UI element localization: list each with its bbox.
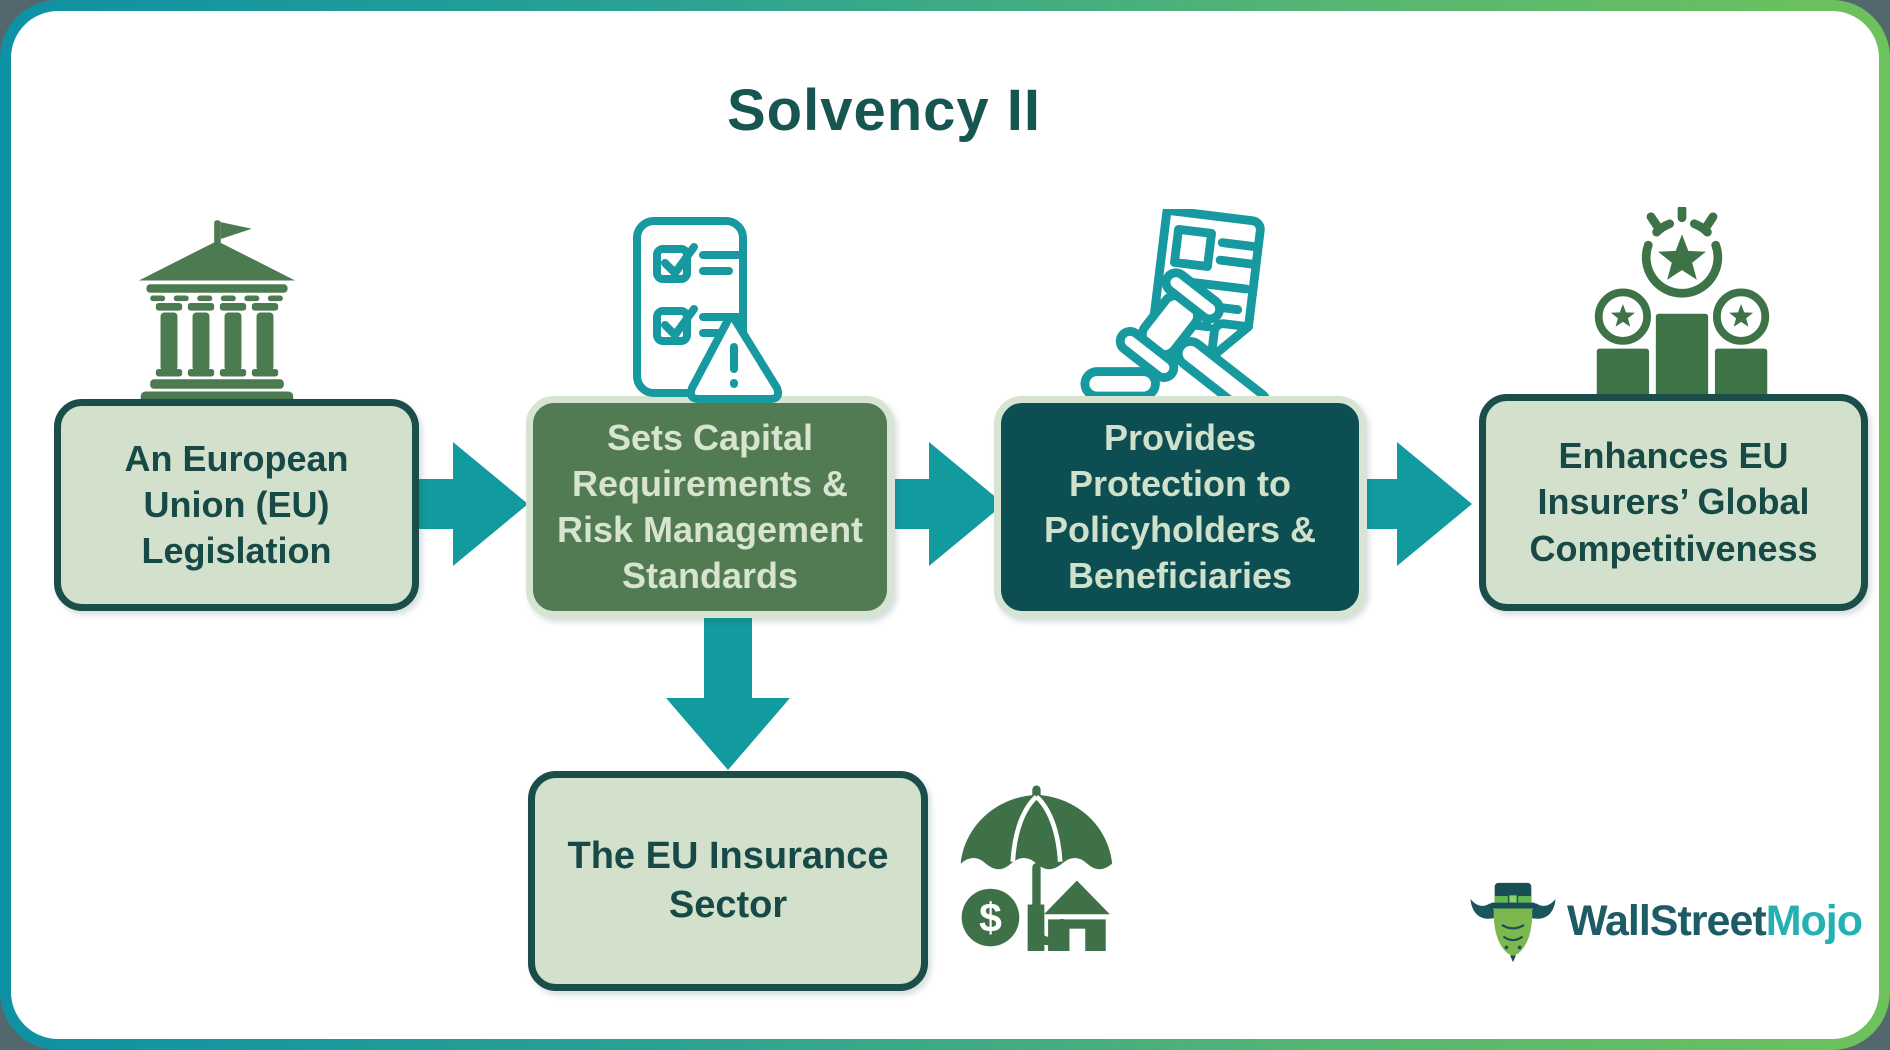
checklist-warning-icon <box>633 217 783 403</box>
flow-arrow-right-3 <box>1367 442 1472 566</box>
flow-box-label: Sets Capital Requirements & Risk Managem… <box>556 416 864 597</box>
flow-box-global-competitiveness: Enhances EU Insurers’ Global Competitive… <box>1479 394 1868 611</box>
insurance-umbrella-icon: $ <box>960 785 1115 951</box>
flow-box-capital-requirements: Sets Capital Requirements & Risk Managem… <box>526 396 894 618</box>
flow-box-eu-legislation: An European Union (EU) Legislation <box>54 399 419 611</box>
flow-arrow-down <box>666 614 790 770</box>
flow-box-policyholder-protection: Provides Protection to Policyholders & B… <box>994 396 1366 618</box>
logo-text-accent: Mojo <box>1765 896 1863 945</box>
wallstreetmojo-logo: WallStreetMojo <box>1469 879 1863 963</box>
bull-mascot-icon <box>1470 882 1556 963</box>
flow-box-label: The EU Insurance Sector <box>567 835 889 926</box>
logo-wordmark: WallStreetMojo <box>1567 896 1863 946</box>
bank-building-icon <box>138 220 296 404</box>
flow-box-label: Provides Protection to Policyholders & B… <box>1043 416 1317 597</box>
logo-text-primary: WallStreet <box>1567 896 1767 945</box>
flow-arrow-right-2 <box>895 442 1004 566</box>
page-title: Solvency II <box>726 78 1042 143</box>
gavel-document-icon <box>1080 209 1272 399</box>
flow-box-eu-insurance-sector: The EU Insurance Sector <box>528 771 928 991</box>
dollar-sign-glyph: $ <box>979 894 1002 940</box>
flow-box-label: An European Union (EU) Legislation <box>124 437 349 572</box>
flow-arrow-right-1 <box>419 442 528 566</box>
flow-box-label: Enhances EU Insurers’ Global Competitive… <box>1529 435 1818 569</box>
winner-podium-icon <box>1594 207 1770 401</box>
